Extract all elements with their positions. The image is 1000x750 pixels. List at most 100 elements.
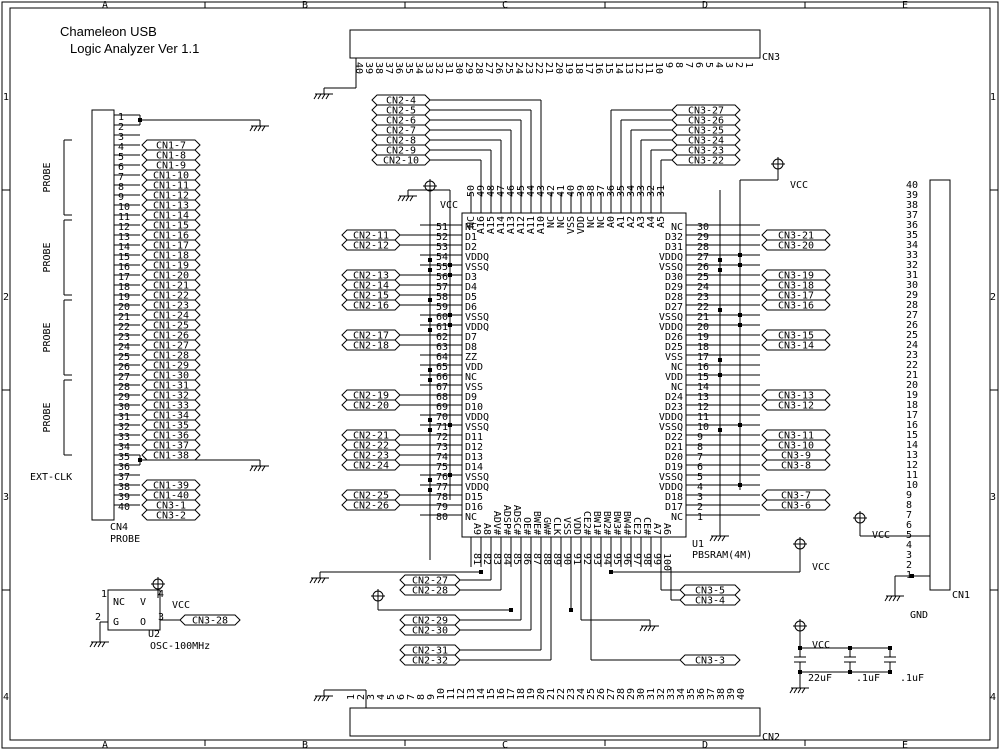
probe-tag-cn1-38-label: CN1-38: [153, 451, 189, 462]
u1-pin-name: D30: [665, 272, 683, 283]
u1-tag-label: CN3-17: [778, 291, 814, 302]
col-marker: C: [502, 740, 508, 750]
cn1-pin: 24: [906, 340, 918, 351]
u1-pin-num: 94: [601, 553, 612, 565]
cn1-pin: 12: [906, 460, 918, 471]
u1-tag-label: CN3-14: [778, 341, 814, 352]
u1-tag-label: CN2-28: [412, 586, 448, 597]
cn1-pin: 3: [906, 550, 912, 561]
probe-tag-cn1-21-label: CN1-21: [153, 281, 189, 292]
junction-dot: [738, 263, 742, 267]
u1-pin-num: 50: [466, 185, 477, 197]
u1-pin-name: VDDQ: [465, 252, 489, 263]
junction-dot: [718, 373, 722, 377]
u1-tag-label: CN3-9: [781, 451, 811, 462]
cn4-pin: 25: [118, 352, 130, 363]
u1-pin-num: 82: [481, 553, 492, 565]
cn2-pin: 29: [626, 688, 637, 700]
u1-pin-name: VSS: [561, 517, 572, 535]
u1-pin-num: 5: [697, 472, 703, 483]
u1-pin-num: 64: [436, 352, 448, 363]
gnd-hatch: [321, 93, 326, 100]
u1-tag-label: CN3-22: [688, 156, 724, 167]
u1-pin-num: 11: [697, 412, 709, 423]
u1-pin-name: D19: [665, 462, 683, 473]
cn1-pin: 33: [906, 250, 918, 261]
u1-pin-name: VDDQ: [659, 412, 683, 423]
probe-tag-cn1-33-label: CN1-33: [153, 401, 189, 412]
u1-pin-name: VSSQ: [659, 422, 683, 433]
u1-pin-num: 89: [551, 553, 562, 565]
u1-pin-name: NC: [546, 216, 557, 228]
cap-value: 22uF: [808, 673, 832, 684]
row-marker: 4: [990, 692, 996, 703]
u1-tag-label: CN3-19: [778, 271, 814, 282]
u1-pin-num: 4: [697, 482, 703, 493]
cn1-pin: 11: [906, 470, 918, 481]
cn2-pin: 9: [426, 694, 437, 700]
u1-tag: [761, 499, 831, 511]
u1-ref: U1: [692, 539, 704, 550]
u1-pin-name: D22: [665, 432, 683, 443]
cn2-pin: 3: [366, 694, 377, 700]
u1-pin-num: 97: [631, 553, 642, 565]
u2-name: OSC-100MHz: [150, 641, 210, 652]
u1-pin-num: 52: [436, 232, 448, 243]
cn1-pin: 20: [906, 380, 918, 391]
cn1-pin: 21: [906, 370, 918, 381]
u1-tag-label: CN3-11: [778, 431, 814, 442]
cn2-pin: 40: [736, 688, 747, 700]
cn3-pin: 18: [573, 62, 584, 74]
probe-tag-cn1-9-label: CN1-9: [156, 161, 186, 172]
cn3-pin: 5: [703, 62, 714, 68]
junction-dot: [509, 608, 513, 612]
u1-tag-label: CN2-23: [353, 451, 389, 462]
junction-dot: [428, 318, 432, 322]
u1-pin-num: 51: [436, 222, 448, 233]
u1-pin-name: A10: [536, 216, 547, 234]
junction-dot: [738, 323, 742, 327]
junction-dot: [448, 473, 452, 477]
u1-pin-name: VDDQ: [465, 412, 489, 423]
cn3-pin: 17: [583, 62, 594, 74]
cn4-pin: 38: [118, 482, 130, 493]
outer-border: [9, 7, 991, 741]
u1-pin-name: A6: [661, 523, 672, 535]
u1-pin-num: 59: [436, 302, 448, 313]
cn4-pin: 39: [118, 492, 130, 503]
junction-dot: [718, 308, 722, 312]
u1-tag-label: CN3-8: [781, 461, 811, 472]
gnd-hatch: [789, 687, 794, 694]
u1-tag-label: CN2-16: [353, 301, 389, 312]
vcc-label: VCC: [812, 562, 830, 573]
u1-tag-label: CN2-21: [353, 431, 389, 442]
u1-pin-num: 88: [541, 553, 552, 565]
gnd-hatch: [639, 625, 644, 632]
u1-pin-num: 91: [571, 553, 582, 565]
u1-tag: [761, 459, 831, 471]
cn1-pin: 22: [906, 360, 918, 371]
cn1-pin: 36: [906, 220, 918, 231]
cn1-pin: 19: [906, 390, 918, 401]
junction-dot: [738, 483, 742, 487]
cn3-pin: 3: [723, 62, 734, 68]
junction-dot: [718, 258, 722, 262]
u1-pin-num: 16: [697, 362, 709, 373]
cn4-pin: 18: [118, 282, 130, 293]
u1-pin-num: 40: [566, 185, 577, 197]
u1-pin-name: D10: [465, 402, 483, 413]
gnd-hatch: [253, 465, 258, 472]
u1-pin-name: NC: [556, 216, 567, 228]
cn4-pin: 30: [118, 402, 130, 413]
cn3-ref: CN3: [762, 52, 780, 63]
u1-pin-num: 9: [697, 432, 703, 443]
cn2-pin: 19: [526, 688, 537, 700]
cn3-pin: 9: [663, 62, 674, 68]
u1-tag-label: CN2-24: [353, 461, 389, 472]
row-marker: 1: [990, 92, 996, 103]
u1-pin-name: D31: [665, 242, 683, 253]
junction-dot: [448, 323, 452, 327]
junction-dot: [428, 268, 432, 272]
gnd-hatch: [797, 687, 802, 694]
u1-pin-num: 58: [436, 292, 448, 303]
